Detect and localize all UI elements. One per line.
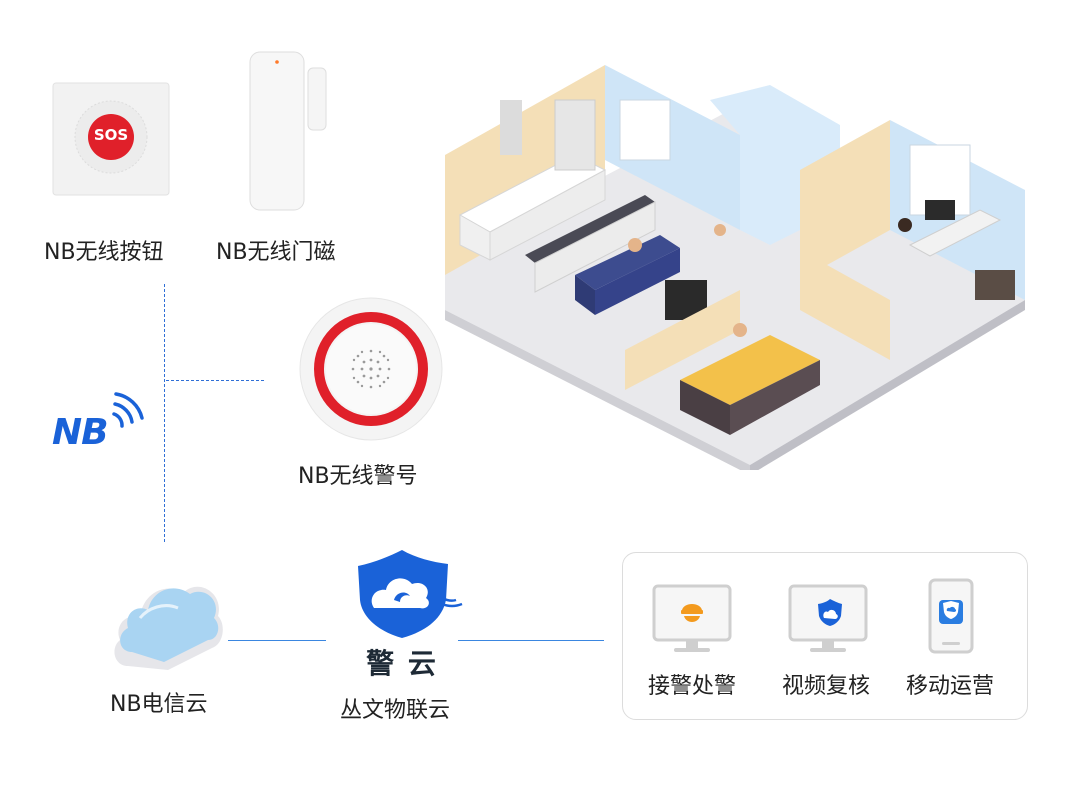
- platform-label: 丛文物联云: [340, 698, 451, 723]
- nb-wireless-button-label: NB无线按钮: [44, 240, 164, 265]
- dashed-connector-vertical: [164, 284, 165, 542]
- service-police-dispatch: 接警处警: [648, 584, 738, 714]
- nb-logo: NB: [52, 384, 152, 454]
- isometric-house-icon: [445, 65, 1025, 475]
- nb-wireless-button-device: SOS: [52, 82, 170, 196]
- nb-door-sensor-label: NB无线门磁: [216, 240, 336, 265]
- door-sensor-icon: [249, 51, 327, 211]
- service-mobile-ops-label: 移动运营: [906, 674, 995, 699]
- nb-telecom-cloud: [108, 568, 226, 672]
- jingyun-platform-logo: 警 云: [346, 548, 466, 680]
- police-monitor-icon: [652, 584, 732, 652]
- nb-telecom-cloud-label: NB电信云: [110, 692, 208, 717]
- shield-monitor-icon: [788, 584, 868, 652]
- smart-home-illustration: [440, 60, 1030, 475]
- cloud-icon: [114, 586, 223, 670]
- nb-door-sensor-device: [246, 50, 332, 212]
- service-video-review: 视频复核: [782, 584, 880, 714]
- dashed-connector-horizontal: [166, 380, 264, 381]
- nb-wireless-siren-device: [298, 296, 444, 442]
- nb-logo-text: NB: [52, 412, 109, 453]
- sos-text: SOS: [93, 126, 129, 144]
- sos-button-icon: [52, 82, 170, 196]
- jingyun-logo-text: 警 云: [366, 647, 438, 680]
- siren-icon: [299, 297, 443, 441]
- mobile-app-icon: [928, 578, 974, 654]
- nb-signal-icon: [112, 392, 144, 428]
- nb-wireless-siren-label: NB无线警号: [298, 464, 418, 489]
- service-mobile-ops: 移动运营: [906, 578, 1006, 714]
- shield-cloud-logo-icon: [358, 550, 463, 638]
- service-video-review-label: 视频复核: [782, 674, 871, 699]
- connector-cloud-to-platform: [228, 640, 326, 641]
- service-police-dispatch-label: 接警处警: [648, 674, 737, 699]
- connector-platform-to-services: [458, 640, 604, 641]
